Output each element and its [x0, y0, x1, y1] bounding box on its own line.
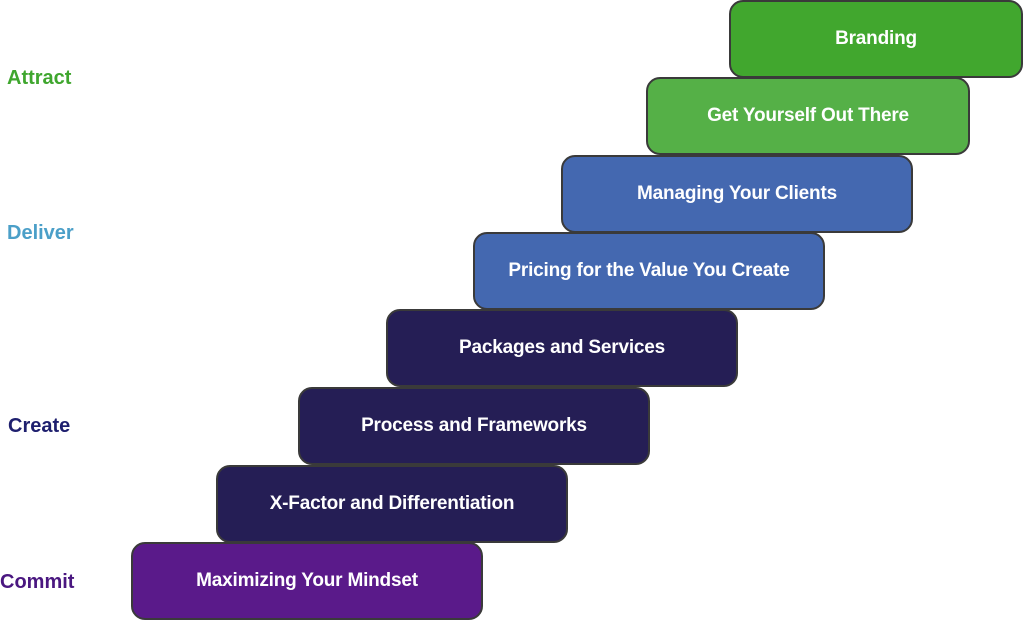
step-label: Get Yourself Out There: [707, 105, 909, 126]
step-x-factor-and-differentiation: X-Factor and Differentiation: [216, 465, 568, 543]
step-packages-and-services: Packages and Services: [386, 309, 738, 387]
step-branding: Branding: [729, 0, 1023, 78]
stage-label-commit: Commit: [0, 571, 75, 593]
step-label: X-Factor and Differentiation: [269, 493, 515, 514]
step-label: Maximizing Your Mindset: [196, 570, 418, 591]
stage-label-deliver: Deliver: [7, 222, 74, 244]
step-process-and-frameworks: Process and Frameworks: [298, 387, 650, 465]
step-label: Packages and Services: [459, 337, 665, 358]
step-managing-your-clients: Managing Your Clients: [561, 155, 913, 233]
stage-label-attract: Attract: [7, 67, 72, 89]
step-maximizing-your-mindset: Maximizing Your Mindset: [131, 542, 483, 620]
step-get-yourself-out-there: Get Yourself Out There: [646, 77, 970, 155]
step-label: Branding: [835, 28, 917, 49]
step-label: Process and Frameworks: [361, 415, 587, 436]
step-label: Pricing for the Value You Create: [508, 260, 790, 281]
step-pricing-for-the-value: Pricing for the Value You Create: [473, 232, 825, 310]
stage-label-create: Create: [8, 415, 71, 437]
step-label: Managing Your Clients: [637, 183, 837, 204]
